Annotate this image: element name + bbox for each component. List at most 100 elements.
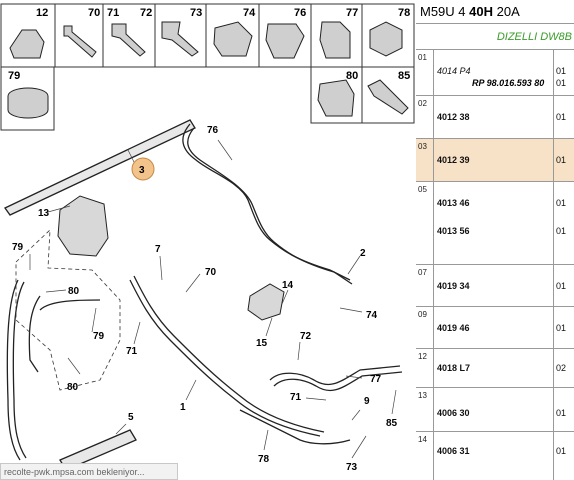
bracket-icon bbox=[319, 21, 351, 59]
callout-74[interactable]: 74 bbox=[366, 310, 378, 321]
callout-80[interactable]: 80 bbox=[68, 286, 80, 297]
grid-num-85: 85 bbox=[398, 70, 410, 82]
callout-78[interactable]: 78 bbox=[258, 454, 270, 465]
status-bar: recolte-pwk.mpsa.com bekleniyor... bbox=[0, 463, 178, 480]
row-position: 13 bbox=[418, 391, 427, 400]
callout-79[interactable]: 79 bbox=[12, 242, 24, 253]
bolt-icon bbox=[63, 25, 97, 58]
grid-num-72: 72 bbox=[140, 7, 152, 19]
row-quantity: 01 bbox=[556, 408, 567, 418]
callout-9[interactable]: 9 bbox=[364, 396, 370, 407]
nut-icon bbox=[369, 21, 403, 57]
grid-num-73: 73 bbox=[190, 7, 202, 19]
clip-icon bbox=[265, 23, 305, 59]
callout-14[interactable]: 14 bbox=[282, 280, 294, 291]
grid-num-77: 77 bbox=[346, 7, 358, 19]
list-item[interactable]: 12 4018 L7 02 bbox=[416, 349, 574, 388]
clip-icon bbox=[9, 29, 45, 59]
callout-13[interactable]: 13 bbox=[38, 208, 50, 219]
bolt-icon bbox=[367, 79, 409, 115]
callout-73[interactable]: 73 bbox=[346, 462, 358, 473]
grid-num-74: 74 bbox=[243, 7, 256, 19]
callout-15[interactable]: 15 bbox=[256, 338, 268, 349]
vehicle-header: M59U 4 40H 20A bbox=[416, 0, 574, 24]
callouts: 3 76 13 79 7 70 80 79 71 2 14 74 15 72 8… bbox=[12, 125, 398, 473]
list-item-selected[interactable]: 03 4012 39 01 bbox=[416, 139, 574, 182]
list-item[interactable]: 13 4006 30 01 bbox=[416, 388, 574, 432]
row-quantity-2: 01 bbox=[556, 226, 567, 236]
list-item[interactable]: 01 4014 P4 RP 98.016.593 80 01 01 bbox=[416, 50, 574, 96]
callout-71[interactable]: 71 bbox=[126, 346, 138, 357]
row-reference: 4012 39 bbox=[437, 155, 470, 165]
callout-3[interactable]: 3 bbox=[139, 165, 145, 176]
callout-72[interactable]: 72 bbox=[300, 331, 312, 342]
callout-76[interactable]: 76 bbox=[207, 125, 219, 136]
row-reference: 4012 38 bbox=[437, 112, 470, 122]
row-quantity: 01 bbox=[556, 112, 567, 122]
selected-callout-marker bbox=[131, 157, 155, 181]
row-reference: 4018 L7 bbox=[437, 363, 471, 373]
row-position: 12 bbox=[418, 352, 427, 361]
bracket-icon bbox=[317, 79, 355, 117]
model-code: M59U 4 bbox=[420, 4, 466, 19]
callout-77[interactable]: 77 bbox=[370, 374, 382, 385]
row-position: 02 bbox=[418, 99, 427, 108]
row-quantity: 02 bbox=[556, 363, 567, 373]
engine-code: 40H bbox=[469, 4, 494, 19]
row-position: 07 bbox=[418, 268, 427, 277]
bolt-icon bbox=[161, 21, 199, 57]
pump bbox=[247, 283, 285, 321]
callout-5[interactable]: 5 bbox=[128, 412, 134, 423]
row-reference: 4019 34 bbox=[437, 281, 470, 291]
callout-7[interactable]: 7 bbox=[155, 244, 161, 255]
row-quantity: 01 bbox=[556, 281, 567, 291]
grid-num-80: 80 bbox=[346, 70, 358, 82]
row-reference: 4013 46 bbox=[437, 198, 470, 208]
parts-diagram: 12 70 71 72 73 74 76 77 78 79 80 85 bbox=[0, 3, 415, 473]
reservoir bbox=[57, 195, 109, 257]
row-reference: 4006 30 bbox=[437, 408, 470, 418]
variant-code: 20A bbox=[496, 4, 520, 19]
grid-num-76: 76 bbox=[294, 7, 306, 19]
diagram-svg: 12 70 71 72 73 74 76 77 78 79 80 85 bbox=[0, 3, 415, 473]
grid-num-12: 12 bbox=[36, 7, 48, 19]
bolt-icon bbox=[111, 23, 146, 57]
grid-num-71: 71 bbox=[107, 7, 119, 19]
row-sub-reference: RP 98.016.593 80 bbox=[472, 78, 545, 88]
engine-description: DIZELLI DW8B bbox=[416, 24, 574, 50]
callout-71b[interactable]: 71 bbox=[290, 392, 302, 403]
callout-1[interactable]: 1 bbox=[180, 402, 186, 413]
grid-num-78: 78 bbox=[398, 7, 410, 19]
row-reference: 4019 46 bbox=[437, 323, 470, 333]
grid-part-icons bbox=[7, 21, 409, 119]
callout-79b[interactable]: 79 bbox=[93, 331, 105, 342]
row-quantity-2: 01 bbox=[556, 78, 567, 88]
hose-lines bbox=[4, 119, 403, 471]
ring-icon bbox=[7, 87, 49, 119]
row-reference: 4014 P4 bbox=[437, 66, 471, 76]
row-reference: 4006 31 bbox=[437, 446, 470, 456]
leader-lines bbox=[29, 139, 397, 459]
parts-grid bbox=[0, 3, 415, 131]
grid-numbers: 12 70 71 72 73 74 76 77 78 79 80 85 bbox=[8, 7, 410, 82]
list-item[interactable]: 02 4012 38 01 bbox=[416, 96, 574, 139]
list-item[interactable]: 05 4013 46 4013 56 01 01 bbox=[416, 182, 574, 265]
dashed-outline bbox=[15, 229, 121, 391]
list-item[interactable]: 14 4006 31 01 bbox=[416, 432, 574, 480]
row-quantity: 01 bbox=[556, 155, 567, 165]
callout-85[interactable]: 85 bbox=[386, 418, 398, 429]
list-item[interactable]: 09 4019 46 01 bbox=[416, 307, 574, 349]
grid-num-79: 79 bbox=[8, 70, 20, 82]
row-quantity: 01 bbox=[556, 66, 567, 76]
callout-70[interactable]: 70 bbox=[205, 267, 217, 278]
callout-2[interactable]: 2 bbox=[360, 248, 366, 259]
parts-list: 01 4014 P4 RP 98.016.593 80 01 01 02 401… bbox=[416, 50, 574, 480]
row-position: 03 bbox=[418, 142, 427, 151]
row-position: 14 bbox=[418, 435, 427, 444]
clamp-icon bbox=[213, 21, 253, 57]
grid-num-70: 70 bbox=[88, 7, 100, 19]
callout-80b[interactable]: 80 bbox=[67, 382, 79, 393]
row-position: 05 bbox=[418, 185, 427, 194]
list-item[interactable]: 07 4019 34 01 bbox=[416, 265, 574, 307]
row-position: 01 bbox=[418, 53, 427, 62]
